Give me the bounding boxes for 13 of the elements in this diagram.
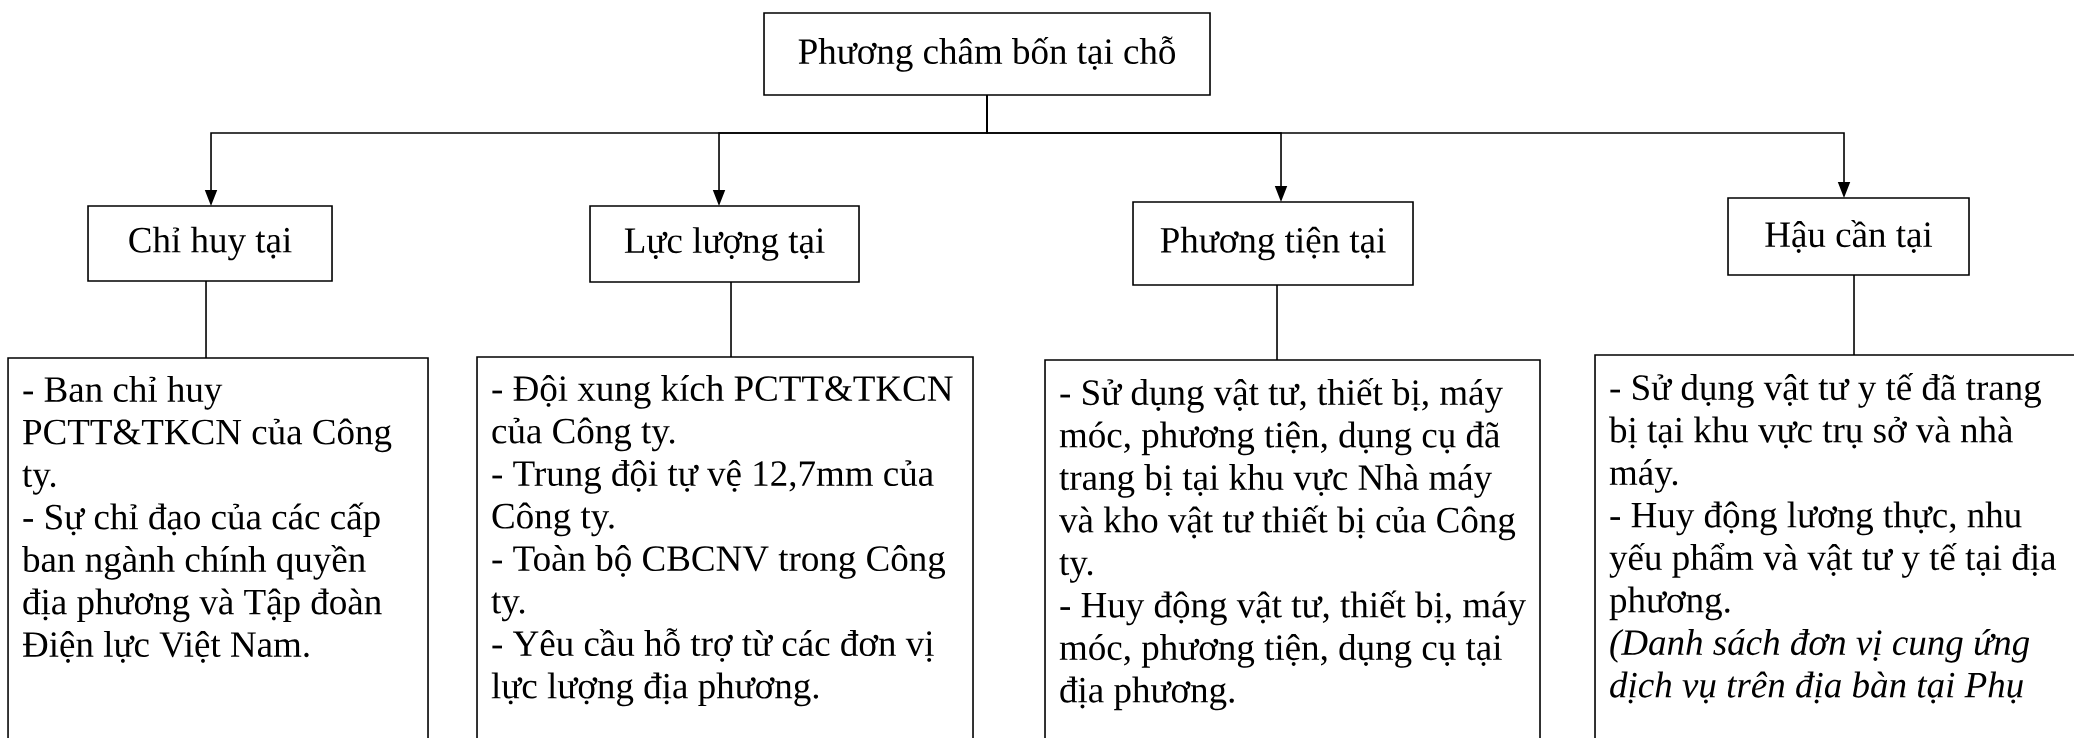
content-box: - Sử dụng vật tư y tế đã trang bị tại khu vực trụ sở và nhà máy. - Huy động lương thực, nhu yếu phẩm và vật tư y tế tại địa phương. (Danh sách đơn vị cung ứng dịch vụ trên địa bàn tại Phụ: [1594, 354, 2074, 738]
content-box: - Ban chỉ huy PCTT&TKCN của Công ty. - Sự chỉ đạo của các cấp ban ngành chính quyền địa phương và Tập đoàn Điện lực Việt Nam.: [7, 357, 429, 738]
title-box: Phương châm bốn tại chỗ: [763, 12, 1211, 96]
content-box: - Đội xung kích PCTT&TKCN của Công ty. - Trung đội tự vệ 12,7mm của Công ty. - Toàn bộ CBCNV trong Công ty. - Yêu cầu hỗ trợ từ các đơn vị lực lượng địa phương.: [476, 356, 974, 738]
connector: [1276, 284, 1278, 361]
category-box: Hậu cần tại: [1727, 197, 1970, 276]
connector: [1853, 274, 1855, 356]
content-box: - Sử dụng vật tư, thiết bị, máy móc, phương tiện, dụng cụ đã trang bị tại khu vực Nhà máy và kho vật tư thiết bị của Công ty. - Huy động vật tư, thiết bị, máy móc, phương tiện, dụng cụ tại địa phương.: [1044, 359, 1541, 738]
category-box: Chỉ huy tại: [87, 205, 333, 282]
category-box: Lực lượng tại: [589, 205, 860, 283]
category-box: Phương tiện tại: [1132, 201, 1414, 286]
connector: [205, 280, 207, 359]
connector: [730, 281, 732, 358]
